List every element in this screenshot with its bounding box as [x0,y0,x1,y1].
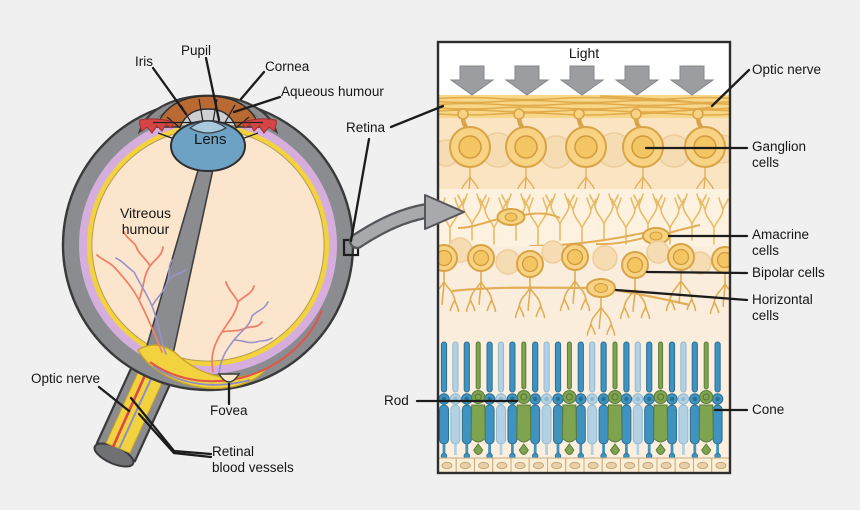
leader-retina-to-panel [389,104,445,129]
inner-plexiform-layer [438,189,730,246]
horizontal-cells-drawing [451,278,691,336]
label-retina: Retina [346,120,386,135]
label-aqueous-humour: Aqueous humour [281,84,384,99]
label-fovea: Fovea [210,403,248,418]
leader-pupil [204,56,221,122]
label-retinal-blood-vessels: Retinal blood vessels [212,444,294,475]
label-optic-nerve-eye: Optic nerve [31,371,101,386]
leader-retinal-vessels-2 [137,412,213,459]
light-arrows [449,65,715,96]
leader-lines [97,56,751,459]
eye-cross-section [61,94,355,468]
label-pupil: Pupil [181,43,212,58]
lens-shape [170,120,246,172]
pupil-shape [188,120,228,134]
leader-bipolar-cells [645,270,749,275]
leader-optic-nerve-panel [710,68,751,108]
retina-panel [436,40,732,475]
label-amacrine-cells: Amacrine cells [752,227,810,258]
fovea-pit [217,373,241,383]
label-optic-nerve-panel: Optic nerve [752,62,822,77]
label-iris: Iris [135,54,153,69]
label-lens: Lens [194,131,227,148]
amacrine-cells-drawing [457,208,701,247]
label-vitreous-humour: Vitreous humour [119,205,172,237]
label-cornea: Cornea [265,59,310,74]
leader-optic-nerve-eye [97,385,131,413]
ganglion-cell-layer [438,108,730,203]
leader-retinal-vessels-1 [129,396,213,456]
leader-iris [151,66,188,116]
retinal-blood-vessels-drawing [96,231,273,375]
optic-fiber-layer [438,95,730,118]
pigment-epithelium [438,457,730,473]
label-horizontal-cells: Horizontal cells [752,292,813,323]
panel-border [436,40,732,475]
leader-cornea [239,70,266,101]
label-cone: Cone [752,402,785,417]
label-ganglion-cells: Ganglion cells [752,139,807,170]
label-bipolar-cells: Bipolar cells [752,265,825,280]
leader-horizontal-cells [614,288,749,302]
magnify-arrow [349,194,465,249]
label-rod: Rod [384,393,409,408]
leader-retina-to-box [349,137,371,243]
label-light: Light [568,45,600,61]
leader-aqueous-humour [232,95,282,114]
bipolar-cell-layer [438,237,730,342]
